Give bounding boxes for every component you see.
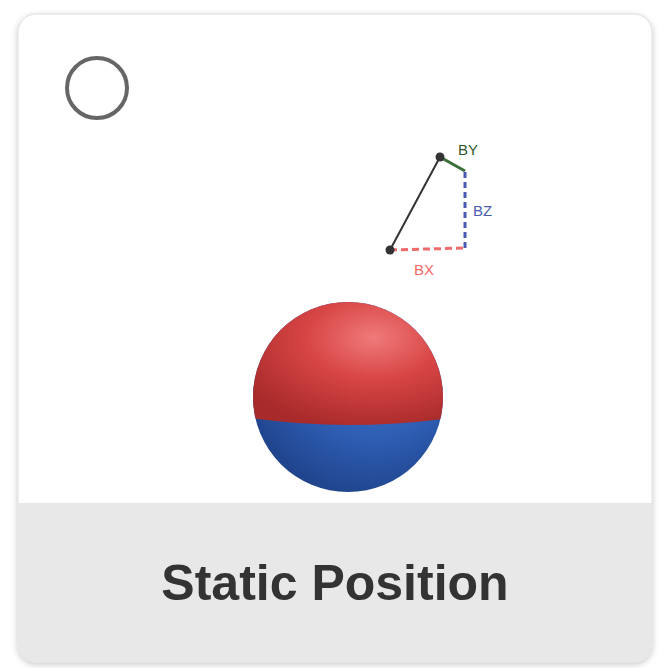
magnet-sphere — [250, 300, 450, 500]
by-label: BY — [458, 142, 478, 157]
bx-label: BX — [414, 262, 434, 277]
bx-component — [390, 248, 465, 250]
bz-component — [464, 172, 467, 248]
tip-dot — [436, 153, 445, 162]
card — [18, 14, 652, 662]
radio-button — [67, 58, 127, 118]
field-vector — [390, 157, 440, 250]
origin-dot — [386, 246, 395, 255]
option-title: Static Position — [161, 554, 508, 612]
caption-band: Static Position — [18, 503, 652, 662]
bz-label: BZ — [473, 203, 492, 218]
